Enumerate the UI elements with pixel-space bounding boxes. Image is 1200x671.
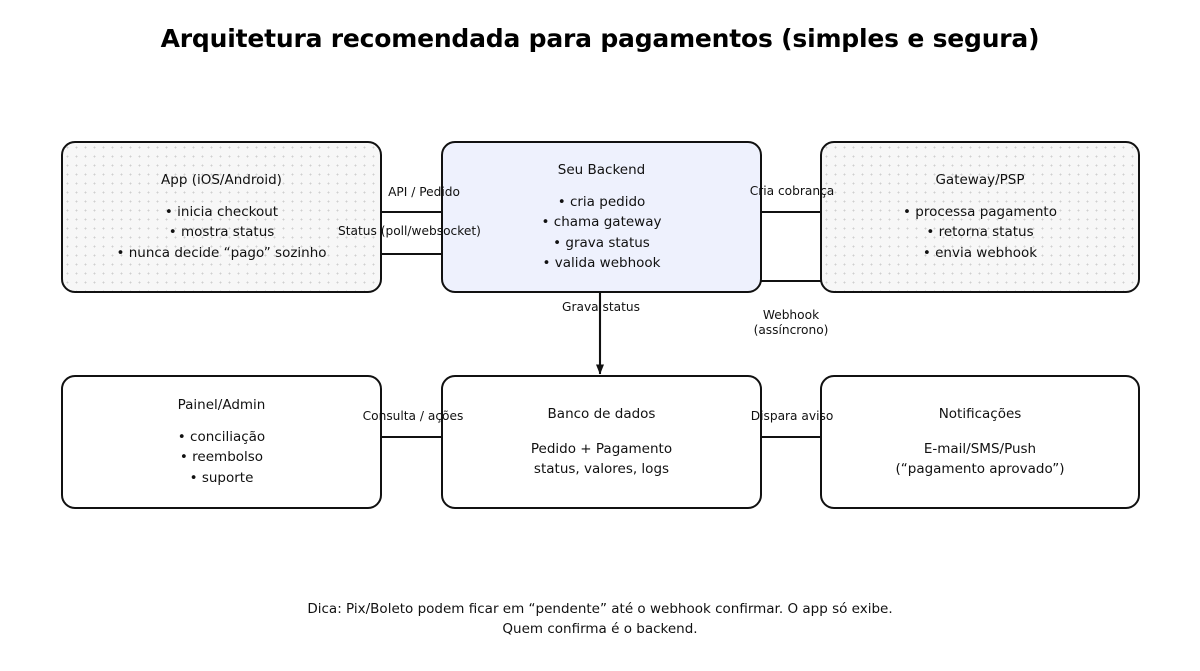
node-gateway[interactable]: Gateway/PSP • processa pagamento • retor…: [820, 141, 1140, 293]
node-notificacoes-lines: E-mail/SMS/Push (“pagamento aprovado”): [895, 439, 1064, 480]
node-gateway-lines: • processa pagamento • retorna status • …: [903, 202, 1057, 263]
node-backend-lines: • cria pedido • chama gateway • grava st…: [542, 192, 662, 273]
node-gateway-title: Gateway/PSP: [935, 172, 1025, 189]
edge-label-status-poll: Status (poll/websocket): [338, 224, 481, 238]
node-banco-lines: Pedido + Pagamento status, valores, logs: [531, 439, 672, 480]
edge-label-consulta-acoes: Consulta / ações: [362, 409, 464, 423]
node-painel-line-1: • conciliação: [177, 429, 266, 446]
diagram-title: Arquitetura recomendada para pagamentos …: [160, 24, 1040, 53]
node-notificacoes-title: Notificações: [938, 405, 1022, 422]
caption-line-1: Dica: Pix/Boleto podem ficar em “pendent…: [307, 601, 893, 617]
node-banco-line-1: Pedido + Pagamento: [530, 440, 673, 457]
edge-label-webhook: Webhook (assíncrono): [730, 308, 852, 339]
edge-label-grava-status: Grava status: [562, 300, 640, 314]
node-notificacoes[interactable]: Notificações E-mail/SMS/Push (“pagamento…: [820, 375, 1140, 509]
node-app-title: App (iOS/Android): [161, 172, 282, 189]
node-backend-line-2: • chama gateway: [541, 214, 662, 231]
node-backend-line-1: • cria pedido: [557, 194, 646, 211]
node-backend-line-3: • grava status: [553, 234, 650, 251]
node-banco[interactable]: Banco de dados Pedido + Pagamento status…: [441, 375, 762, 509]
edge-label-webhook-line-2: (assíncrono): [753, 323, 829, 338]
node-gateway-line-1: • processa pagamento: [903, 204, 1057, 221]
node-app-line-1: • inicia checkout: [164, 204, 279, 221]
node-painel-lines: • conciliação • reembolso • suporte: [178, 427, 265, 488]
edge-label-cria-cobranca: Cria cobrança: [749, 184, 835, 198]
node-gateway-line-3: • envia webhook: [922, 244, 1038, 261]
node-notificacoes-line-1: E-mail/SMS/Push: [923, 440, 1037, 457]
diagram-caption: Dica: Pix/Boleto podem ficar em “pendent…: [0, 600, 1200, 639]
node-backend[interactable]: Seu Backend • cria pedido • chama gatewa…: [441, 141, 762, 293]
edge-label-api-pedido: API / Pedido: [388, 185, 460, 199]
node-app-lines: • inicia checkout • mostra status • nunc…: [116, 202, 326, 263]
node-painel-title: Painel/Admin: [177, 397, 266, 414]
node-app[interactable]: App (iOS/Android) • inicia checkout • mo…: [61, 141, 382, 293]
node-notificacoes-line-2: (“pagamento aprovado”): [895, 461, 1065, 478]
edge-label-webhook-line-1: Webhook: [762, 308, 820, 322]
node-painel[interactable]: Painel/Admin • conciliação • reembolso •…: [61, 375, 382, 509]
node-painel-line-2: • reembolso: [179, 449, 264, 466]
caption-line-2: Quem confirma é o backend.: [502, 620, 698, 637]
node-app-line-2: • mostra status: [168, 224, 275, 241]
node-banco-title: Banco de dados: [547, 405, 656, 422]
node-banco-line-2: status, valores, logs: [533, 461, 670, 478]
node-gateway-line-2: • retorna status: [926, 224, 1034, 241]
node-app-line-3: • nunca decide “pago” sozinho: [116, 244, 327, 261]
node-backend-title: Seu Backend: [557, 161, 646, 178]
node-backend-line-4: • valida webhook: [542, 254, 661, 271]
edge-label-dispara-aviso: Dispara aviso: [750, 409, 834, 423]
node-painel-line-3: • suporte: [189, 469, 254, 486]
